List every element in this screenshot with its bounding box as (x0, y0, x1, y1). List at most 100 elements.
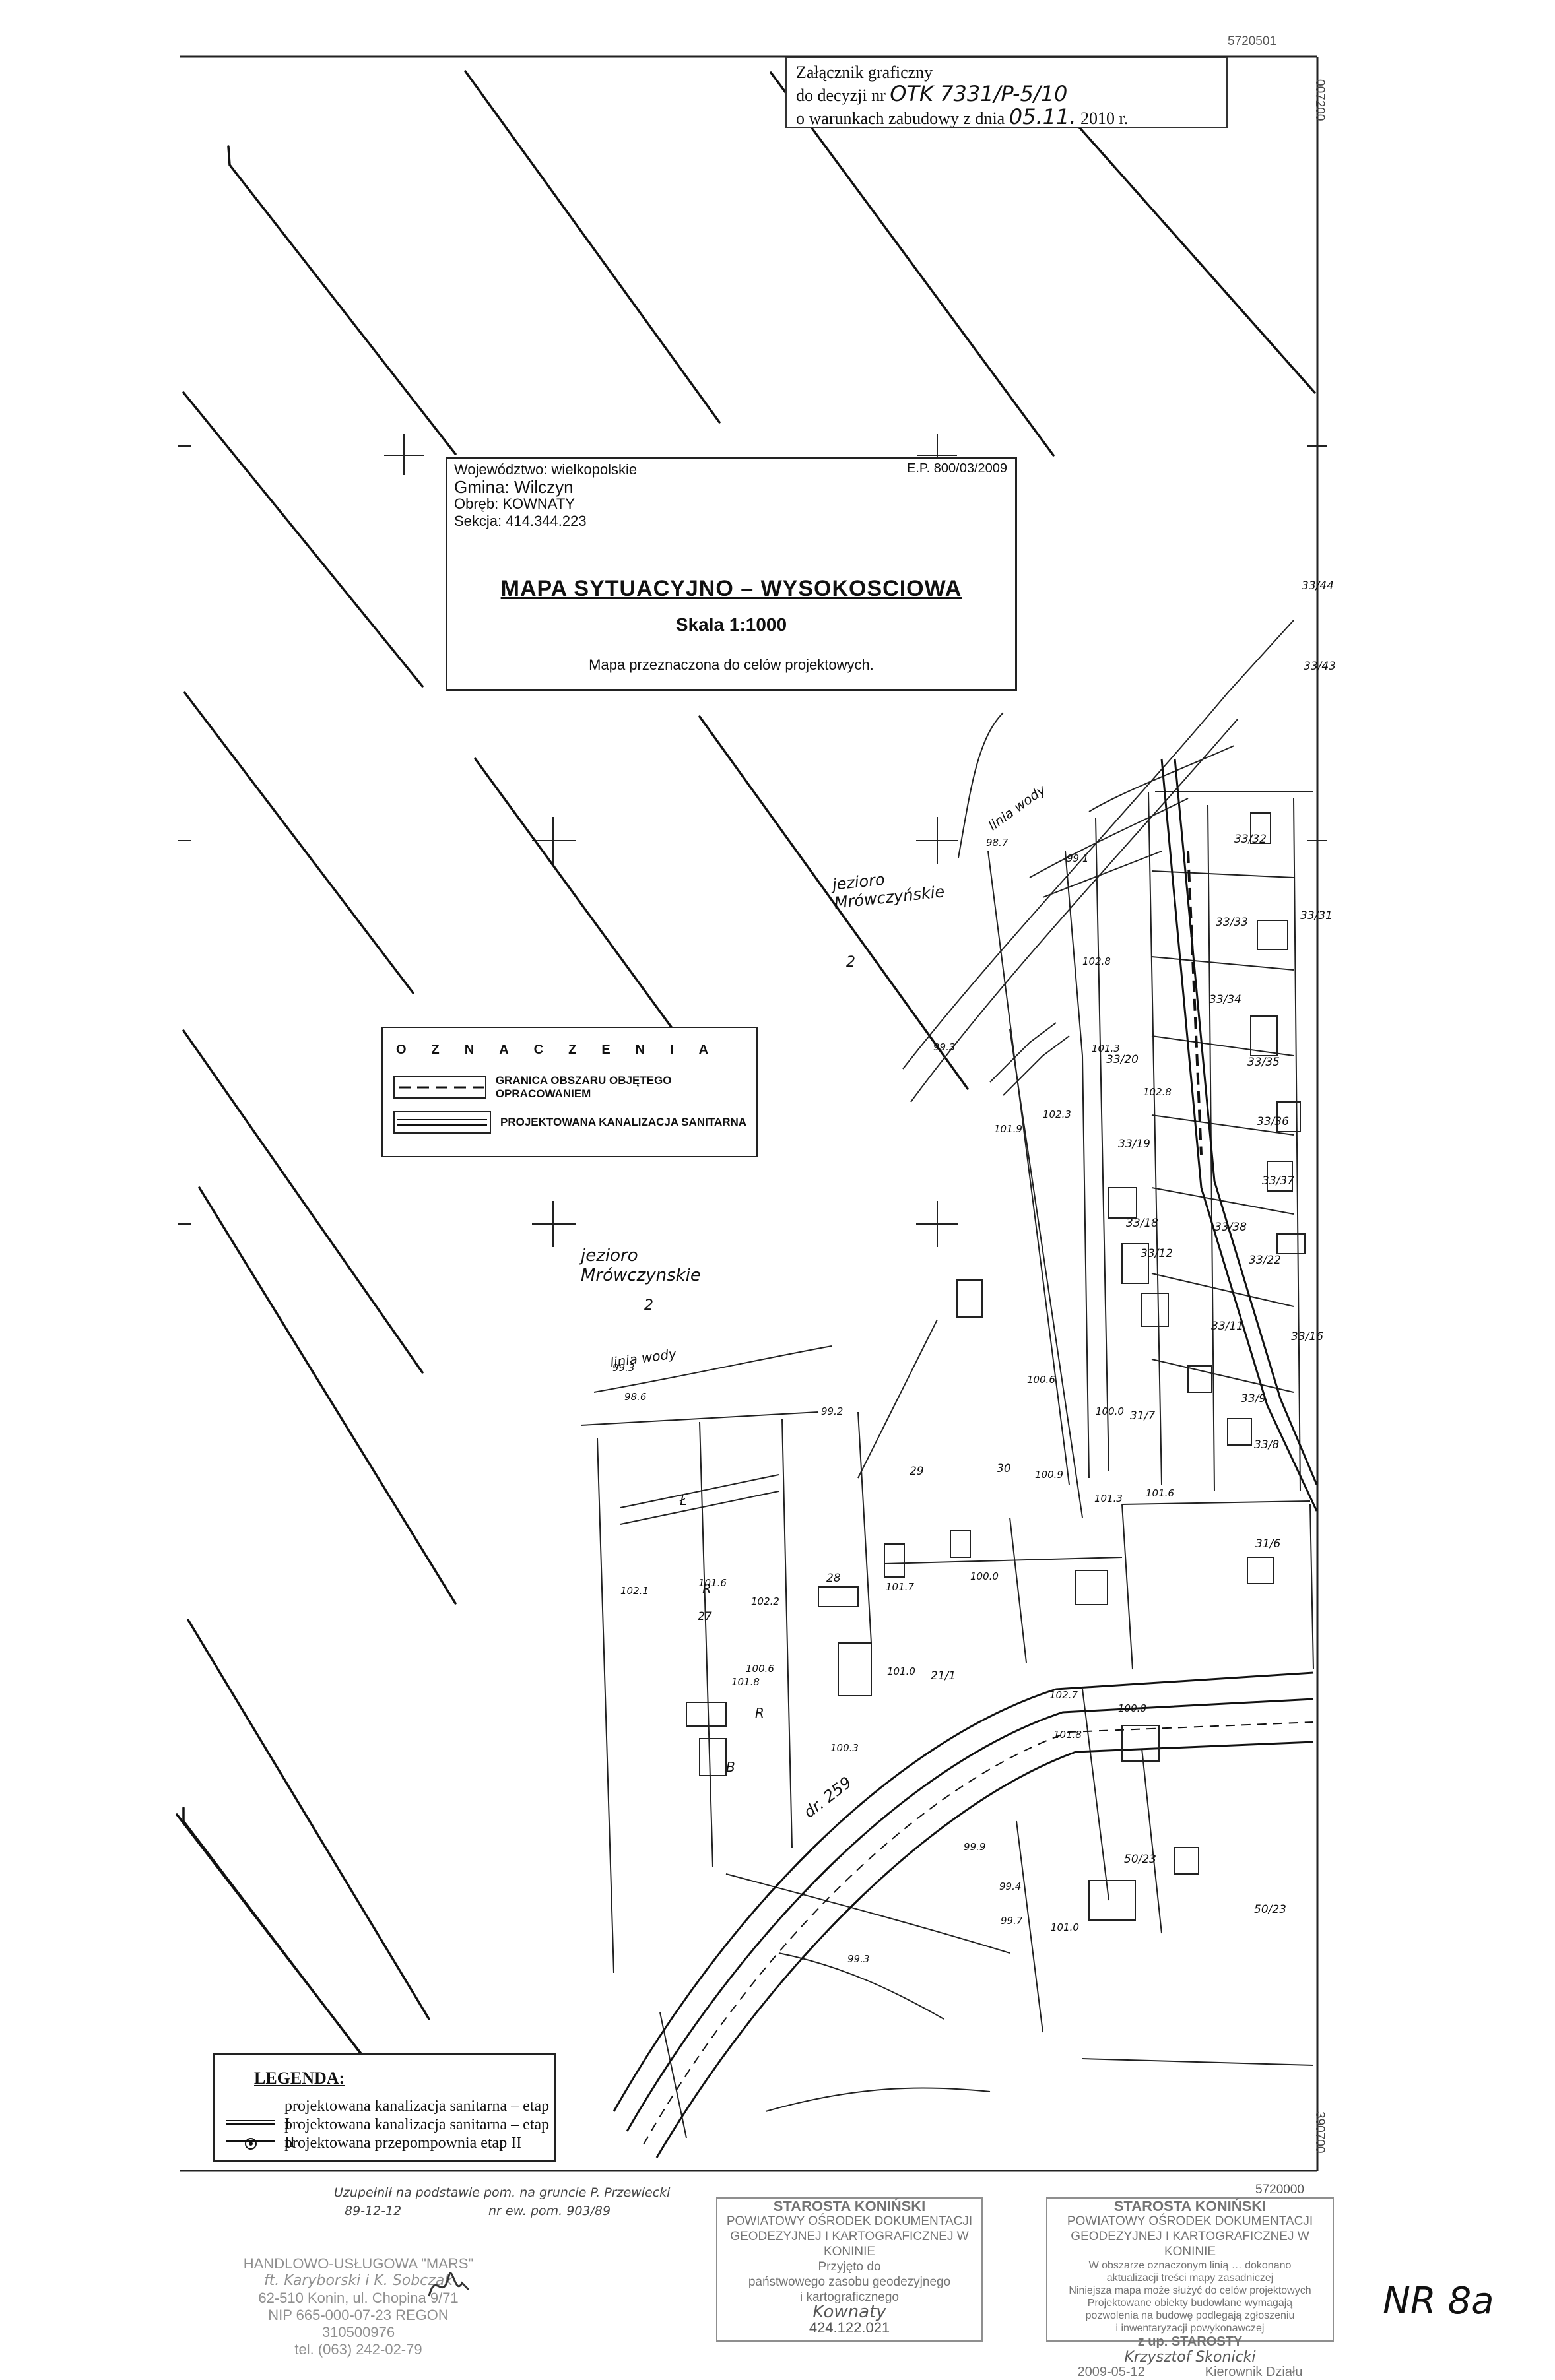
parcel-number: 33/12 (1141, 1247, 1173, 1260)
legend-row-stage2: projektowana kanalizacja sanitarna – eta… (226, 2116, 554, 2152)
map-canvas (176, 55, 1327, 2172)
height-point: 98.6 (624, 1391, 647, 1403)
legend-label-pump: projektowana przepompownia etap II (284, 2135, 522, 2152)
parcel-number: 33/44 (1302, 579, 1334, 593)
ep-number: E.P. 800/03/2009 (907, 461, 1007, 476)
legend-row-stage1: projektowana kanalizacja sanitarna – eta… (226, 2098, 554, 2133)
height-point: 99.7 (1001, 1915, 1023, 1927)
height-point: 102.1 (620, 1585, 649, 1597)
pump-station-icon (226, 2137, 275, 2150)
attachment-decision-number: OTK 7331/P-5/10 (890, 81, 1068, 106)
lake-number-lower: 2 (644, 1297, 653, 1314)
height-point: 101.7 (886, 1581, 914, 1593)
boundary-symbol (393, 1076, 487, 1099)
lake-number-upper: 2 (846, 954, 855, 971)
stamp-company-line5: tel. (063) 242-02-79 (294, 2341, 422, 2358)
stamp-right-line8: pozwolenia na budowę podlegają zgłoszeni… (1085, 2310, 1295, 2321)
parcel-number: 33/37 (1262, 1174, 1294, 1188)
map-scale: Skala 1:1000 (675, 614, 787, 635)
attachment-box: Załącznik graficzny do decyzji nr OTK 73… (785, 57, 1228, 128)
parcel-number: 50/23 (1254, 1903, 1286, 1916)
height-point: 101.3 (1092, 1043, 1120, 1054)
stamp-company-line2: ft. Karyborski i K. Sobczak (263, 2272, 453, 2289)
map-title: MAPA SYTUACYJNO – WYSOKOSCIOWA (500, 576, 962, 601)
height-point: 101.6 (1146, 1487, 1174, 1499)
stamp-center-line4: Przyjęto do (818, 2260, 881, 2274)
side-coordinate-top: 007200 (1313, 79, 1327, 121)
section: Sekcja: 414.344.223 (454, 513, 587, 529)
legend-heading: LEGENDA: (254, 2069, 345, 2088)
side-coordinate-bottom: 390700 (1313, 2111, 1327, 2154)
height-point: 100.0 (970, 1570, 999, 1582)
height-point: 100.9 (1035, 1469, 1063, 1481)
land-use-letter: R (755, 1705, 764, 1721)
height-point: 100.0 (1096, 1405, 1124, 1417)
sewer-symbol (393, 1111, 491, 1134)
legend-box: LEGENDA: projektowana kanalizacja sanita… (213, 2053, 556, 2162)
stamp-right-footer: 2009-05-12 Kierownik Działu (1047, 2365, 1333, 2380)
voivodeship: Województwo: wielkopolskie (454, 461, 638, 478)
commune: Gmina: Wilczyn (454, 477, 574, 497)
stamp-right-line2: POWIATOWY OŚRODEK DOKUMENTACJI (1067, 2214, 1313, 2228)
lake-label-lower-line1: jezioro (581, 1246, 638, 1266)
parcel-number: 33/32 (1234, 833, 1267, 846)
parcel-number: 29 (910, 1465, 924, 1478)
height-point: 100.6 (1027, 1374, 1055, 1386)
symbol-label-sewer: PROJEKTOWANA KANALIZACJA SANITARNA (500, 1116, 747, 1128)
height-point: 102.7 (1049, 1689, 1078, 1701)
height-point: 102.2 (751, 1595, 779, 1607)
lake-label-lower-line2: Mrówczynskie (581, 1266, 701, 1285)
buildings (686, 812, 1306, 1921)
stamp-right-line3: GEODEZYJNEJ I KARTOGRAFICZNEJ W KONINIE (1071, 2230, 1309, 2259)
update-note-number: nr ew. pom. 903/89 (488, 2204, 611, 2218)
stamp-right-position: Kierownik Działu (1205, 2365, 1303, 2379)
height-point: 98.7 (986, 837, 1009, 849)
stamp-center-line3: GEODEZYJNEJ I KARTOGRAFICZNEJ W KONINIE (730, 2230, 969, 2259)
parcel-number: 33/22 (1249, 1254, 1281, 1267)
parcel-number: 33/43 (1304, 660, 1336, 673)
parcel-number: 21/1 (931, 1669, 956, 1683)
stamp-center-line5: państwowego zasobu geodezyjnego (748, 2275, 951, 2289)
stamp-right-line7: Projektowane obiekty budowlane wymagają (1087, 2298, 1293, 2309)
title-block: Województwo: wielkopolskie Gmina: Wilczy… (446, 457, 1017, 691)
parcel-number: 33/34 (1209, 993, 1241, 1006)
attachment-line1: Załącznik graficzny (796, 63, 933, 82)
legend-label-stage1: projektowana kanalizacja sanitarna – eta… (284, 2098, 550, 2133)
update-note-line1: Uzupełnił na podstawie pom. na gruncie P… (334, 2185, 671, 2200)
parcel-number: 50/23 (1124, 1853, 1156, 1866)
parcel-number: 33/20 (1106, 1053, 1139, 1066)
land-use-letter: B (726, 1759, 735, 1775)
height-point: 99.4 (999, 1881, 1022, 1892)
road-259 (612, 1671, 1314, 2158)
height-point: 101.0 (887, 1665, 915, 1677)
sheet-coordinate-top: 5720501 (1228, 34, 1276, 48)
parcel-number: 31/7 (1130, 1409, 1156, 1423)
attachment-line3: o warunkach zabudowy z dnia 05.11. 2010 … (796, 106, 1217, 129)
height-point: 100.3 (830, 1742, 859, 1754)
attachment-line2: do decyzji nr OTK 7331/P-5/10 (796, 83, 1217, 106)
parcel-number: 33/35 (1247, 1056, 1280, 1069)
parcel-number: 28 (826, 1572, 841, 1585)
height-point: 101.8 (731, 1676, 760, 1688)
parcel-number: 33/8 (1254, 1438, 1280, 1452)
stamp-starosta-center: STAROSTA KONIŃSKI POWIATOWY OŚRODEK DOKU… (716, 2197, 983, 2342)
stamp-company-line4: NIP 665-000-07-23 REGON 310500976 (268, 2307, 449, 2340)
stamp-right-line4: W obszarze oznaczonym linią … dokonano (1088, 2260, 1292, 2271)
stamp-right-line1: STAROSTA KONIŃSKI (1113, 2198, 1267, 2214)
legend-line-stage2 (226, 2131, 275, 2142)
land-use-letter: Ł (680, 1493, 688, 1508)
height-point: 99.9 (964, 1841, 986, 1853)
attachment-date: 05.11. (1009, 104, 1076, 129)
height-point: 101.6 (698, 1577, 727, 1589)
update-note-date: 89-12-12 (345, 2204, 402, 2218)
symbols-box: OZNACZENIA GRANICA OBSZARU OBJĘTEGO OPRA… (381, 1027, 758, 1157)
height-point: 101.8 (1053, 1729, 1082, 1741)
parcel-number: 33/36 (1257, 1115, 1289, 1128)
stamp-right-signer-title: z up. STAROSTY (1137, 2334, 1243, 2349)
height-point: 102.8 (1082, 955, 1111, 967)
stamp-right-line9: i inwentaryzacji powykonawczej (1115, 2323, 1265, 2334)
symbol-label-boundary: GRANICA OBSZARU OBJĘTEGO OPRACOWANIEM (495, 1074, 672, 1100)
stamp-center-line2: POWIATOWY OŚRODEK DOKUMENTACJI (726, 2214, 973, 2228)
legend-label-stage2: projektowana kanalizacja sanitarna – eta… (284, 2116, 550, 2151)
map-purpose: Mapa przeznaczona do celów projektowych. (589, 657, 874, 673)
